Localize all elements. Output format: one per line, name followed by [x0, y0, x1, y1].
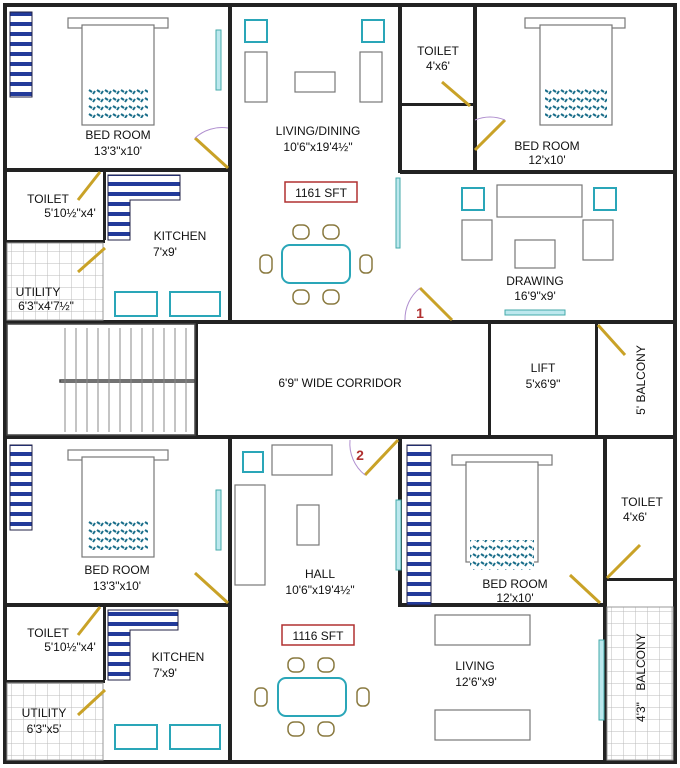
room-size: 5'10½"x4': [44, 640, 96, 654]
flat-area: 1161 SFT: [295, 186, 347, 200]
lift-label: LIFT: [531, 361, 556, 375]
flat-number: 2: [356, 447, 364, 463]
room-size: 6'3"x4'7½": [18, 299, 74, 313]
area-box: [281, 624, 355, 646]
wardrobe: [9, 11, 33, 98]
room-size: 7'x9': [153, 666, 177, 680]
utility-floor-2: [6, 682, 104, 761]
balcony-label: 4'3" BALCONY: [634, 633, 648, 722]
room-size: 5'10½"x4': [44, 206, 96, 220]
room-name: TOILET: [621, 495, 663, 509]
corridor-label: 6'9" WIDE CORRIDOR: [278, 376, 402, 390]
room-name: KITCHEN: [154, 229, 207, 243]
flat-number: 1: [416, 305, 424, 321]
room-size: 4'x6': [426, 59, 450, 73]
flat-area: 1116 SFT: [293, 629, 345, 643]
lift-size: 5'x6'9": [526, 377, 561, 391]
kitchen-counter: [107, 609, 179, 681]
room-name: DRAWING: [506, 274, 564, 288]
room-size: 12'x10': [528, 153, 565, 167]
area-box: [284, 181, 358, 203]
room-size: 12'x10': [496, 591, 533, 605]
room-size: 16'9"x9': [514, 289, 556, 303]
room-name: TOILET: [417, 44, 459, 58]
balcony-floor: [606, 606, 674, 761]
windows: [215, 29, 605, 721]
staircase: [6, 323, 196, 436]
room-size: 10'6"x19'4½": [283, 140, 352, 154]
balcony-name: BALCONY: [634, 633, 648, 690]
bed: [67, 449, 169, 558]
room-name: TOILET: [27, 626, 69, 640]
utility-floor-1: [6, 242, 104, 321]
room-name: TOILET: [27, 192, 69, 206]
kitchen-counter: [107, 174, 181, 241]
room-name: HALL: [305, 567, 335, 581]
room-size: 13'3"x10': [94, 144, 142, 158]
room-size: 4'x6': [623, 510, 647, 524]
bed: [524, 17, 626, 126]
room-name: BED ROOM: [514, 139, 579, 153]
room-size: 12'6"x9': [455, 675, 497, 689]
stair-treads: [64, 328, 187, 432]
kitchen-fixtures: [114, 291, 221, 750]
wardrobe: [9, 444, 33, 531]
room-name: BED ROOM: [85, 128, 150, 142]
balcony-size: 4'3": [634, 702, 648, 722]
dining-table: [254, 224, 373, 737]
room-name: BED ROOM: [84, 563, 149, 577]
room-size: 10'6"x19'4½": [285, 583, 354, 597]
walls: [3, 3, 677, 764]
room-name: UTILITY: [16, 285, 61, 299]
room-name: BED ROOM: [482, 577, 547, 591]
balcony-label: 5' BALCONY: [634, 345, 648, 415]
room-name: LIVING/DINING: [276, 124, 361, 138]
room-name: LIVING: [455, 659, 494, 673]
sofa-set: [234, 19, 617, 741]
room-size: 13'3"x10': [93, 579, 141, 593]
bed: [67, 17, 169, 126]
room-name: UTILITY: [22, 706, 67, 720]
room-size: 7'x9': [153, 245, 177, 259]
room-name: KITCHEN: [152, 650, 205, 664]
bed: [451, 454, 553, 570]
doors: [76, 80, 642, 717]
room-size: 6'3"x5': [27, 722, 62, 736]
wardrobe: [406, 444, 432, 606]
